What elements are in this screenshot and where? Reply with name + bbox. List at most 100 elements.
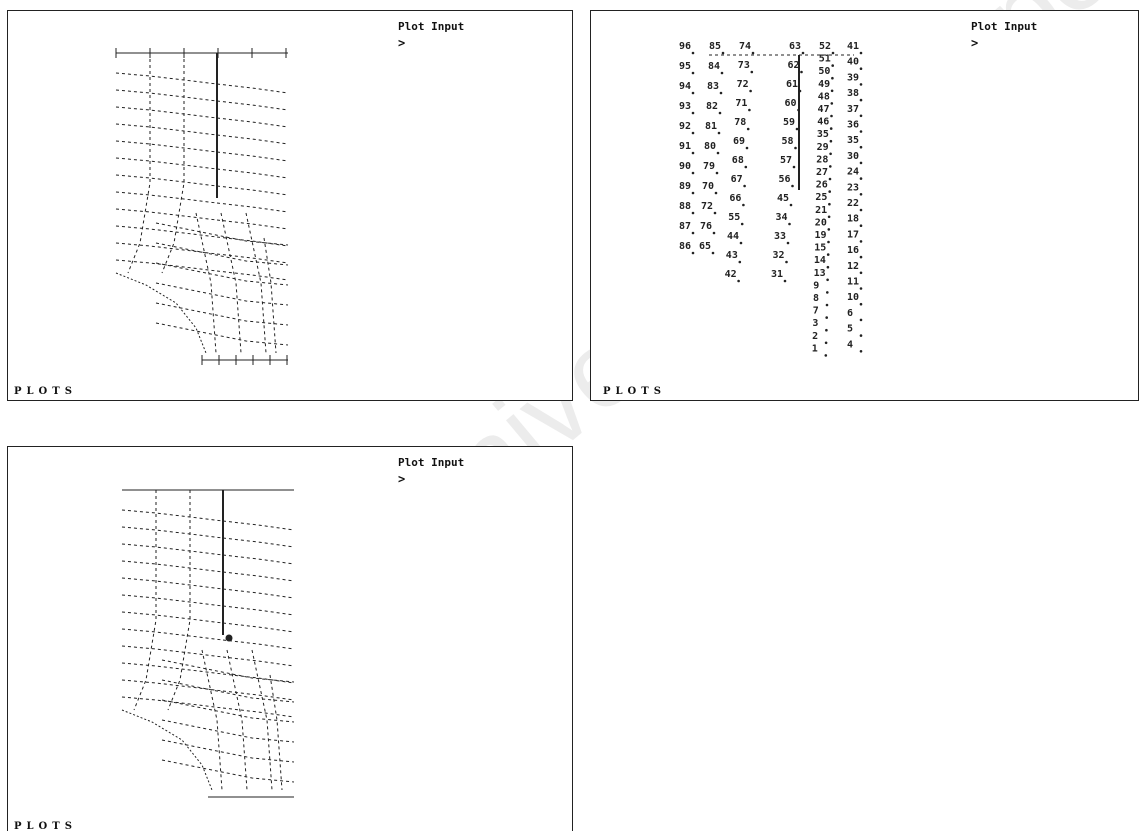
node-dot	[859, 271, 863, 275]
node-dot	[786, 241, 790, 245]
node-label: 36	[847, 120, 859, 131]
node-label: 20	[815, 217, 827, 228]
node-label: 92	[679, 121, 691, 132]
mesh-line	[222, 588, 295, 599]
node-dot	[750, 70, 754, 74]
plot-input-title: Plot Input	[398, 20, 465, 33]
mesh-line	[222, 639, 295, 650]
plots-label: PLOTS	[14, 821, 77, 832]
node-label: 9	[813, 280, 819, 291]
node-label: 82	[706, 101, 718, 112]
node-label: 85	[709, 41, 721, 52]
node-dot	[859, 114, 863, 118]
node-label: 43	[726, 250, 738, 261]
node-dot	[751, 51, 755, 55]
node-label: 31	[771, 269, 783, 280]
mesh-line	[115, 72, 218, 85]
node-label: 30	[847, 151, 859, 162]
node-label: 18	[847, 214, 859, 225]
node-label: 74	[739, 41, 751, 52]
command-prompt[interactable]: >	[398, 472, 406, 486]
mesh-line	[121, 577, 224, 590]
node-label: 60	[785, 98, 797, 109]
mesh-line	[115, 157, 218, 170]
node-label: 51	[819, 54, 831, 65]
node-dot	[795, 127, 799, 131]
node-dot	[691, 251, 695, 255]
node-label: 25	[815, 192, 827, 203]
node-label: 6	[847, 308, 853, 319]
node-label: 48	[818, 91, 830, 102]
node-dot	[794, 146, 797, 150]
node-dot	[830, 89, 834, 93]
marked-node-canvas	[121, 489, 295, 798]
node-label: 8	[813, 293, 819, 304]
mesh-line	[222, 656, 295, 667]
node-label: 73	[738, 60, 750, 71]
node-label: 84	[708, 61, 720, 72]
mesh-line	[220, 212, 242, 354]
node-label: 80	[704, 141, 716, 152]
node-label: 63	[789, 41, 801, 52]
node-label: 5	[847, 324, 853, 335]
mesh-line	[161, 719, 295, 743]
mesh-line	[226, 649, 248, 791]
node-label: 70	[702, 181, 714, 192]
node-label: 42	[725, 269, 737, 280]
mesh-line	[161, 699, 295, 723]
command-prompt[interactable]: >	[971, 36, 979, 50]
node-dot	[691, 71, 695, 75]
node-label: 58	[782, 136, 794, 147]
node-label: 56	[779, 174, 791, 185]
node-label: 49	[818, 79, 830, 90]
mesh-line	[216, 117, 289, 128]
mesh-line	[133, 490, 157, 711]
node-dot	[829, 139, 833, 143]
node-label: 38	[847, 88, 859, 99]
mesh-line	[115, 272, 207, 354]
node-dot	[801, 51, 805, 55]
node-label: 52	[819, 41, 831, 52]
node-label: 62	[788, 60, 800, 71]
node-label: 7	[813, 306, 819, 317]
node-label: 44	[727, 231, 739, 242]
command-prompt[interactable]: >	[398, 36, 406, 50]
node-label: 66	[729, 193, 741, 204]
node-dot	[717, 131, 721, 135]
node-label: 19	[815, 230, 827, 241]
node-dot	[746, 127, 750, 131]
mesh-line	[115, 106, 218, 119]
node-dot	[721, 51, 725, 55]
node-label: 93	[679, 101, 691, 112]
node-label: 83	[707, 81, 719, 92]
mesh-line	[121, 560, 224, 573]
node-dot	[711, 251, 715, 255]
node-label: 86	[679, 241, 691, 252]
node-dot	[713, 211, 717, 215]
mesh-line	[216, 134, 289, 145]
node-label: 67	[731, 174, 743, 185]
node-dot	[712, 231, 716, 235]
node-dot	[859, 145, 863, 149]
node-dot	[859, 287, 863, 290]
mesh-line	[263, 237, 277, 354]
mesh-line	[161, 759, 295, 783]
mesh-line	[115, 242, 218, 255]
node-dot	[859, 83, 863, 86]
node-label: 21	[815, 205, 827, 216]
node-dot	[691, 211, 695, 215]
node-label: 39	[847, 72, 859, 83]
node-label: 94	[679, 81, 691, 92]
node-numbers-canvas: 9695949392919089888786858483828180797072…	[679, 41, 863, 357]
node-dot	[792, 165, 796, 169]
node-label: 45	[777, 193, 789, 204]
node-dot	[800, 70, 803, 74]
node-label: 2	[812, 331, 818, 342]
mesh-line	[121, 543, 224, 556]
node-dot	[828, 202, 831, 206]
node-dot	[718, 111, 722, 115]
node-dot	[828, 190, 831, 193]
node-dot	[740, 222, 744, 226]
selected-node-marker	[225, 634, 233, 642]
mesh-line	[222, 520, 295, 531]
